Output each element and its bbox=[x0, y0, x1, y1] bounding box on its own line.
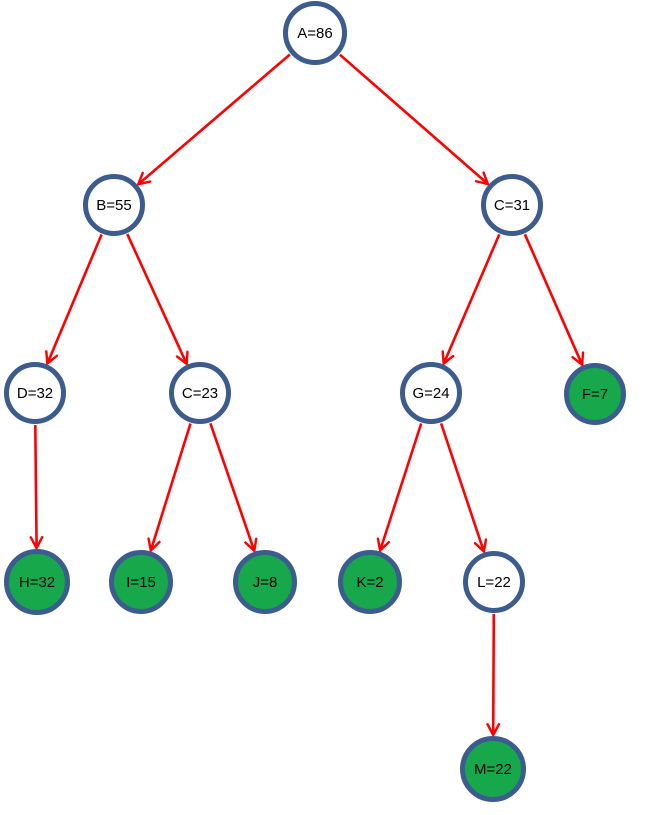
tree-node-c2: C=23 bbox=[169, 362, 231, 424]
tree-edge-a-c1 bbox=[339, 53, 488, 184]
tree-edge-c1-g bbox=[444, 233, 501, 363]
tree-node-l: L=22 bbox=[463, 551, 525, 613]
node-label: I=15 bbox=[126, 573, 156, 591]
node-label: G=24 bbox=[412, 384, 450, 402]
tree-node-h: H=32 bbox=[4, 549, 70, 615]
node-label: J=8 bbox=[252, 573, 278, 591]
node-label: C=31 bbox=[493, 196, 531, 214]
node-label: D=32 bbox=[16, 384, 54, 402]
node-label: M=22 bbox=[474, 760, 512, 778]
tree-node-c1: C=31 bbox=[481, 174, 543, 236]
node-label: B=55 bbox=[96, 196, 132, 214]
tree-edge-a-b bbox=[138, 53, 291, 185]
tree-edge-b-d bbox=[47, 233, 103, 364]
tree-edge-c2-i bbox=[151, 423, 192, 551]
tree-node-a: A=86 bbox=[283, 1, 347, 65]
tree-edge-b-c2 bbox=[126, 233, 186, 364]
tree-node-j: J=8 bbox=[233, 550, 297, 614]
node-label: K=2 bbox=[356, 573, 384, 591]
tree-edge-g-k bbox=[380, 423, 423, 551]
tree-edge-c2-j bbox=[209, 422, 254, 551]
node-label: A=86 bbox=[297, 24, 333, 42]
tree-node-f: F=7 bbox=[564, 363, 626, 425]
tree-node-i: I=15 bbox=[109, 550, 173, 614]
node-label: F=7 bbox=[581, 385, 609, 403]
tree-node-d: D=32 bbox=[4, 362, 66, 424]
tree-edge-c1-f bbox=[523, 233, 582, 364]
tree-node-g: G=24 bbox=[400, 362, 462, 424]
node-label: L=22 bbox=[477, 573, 511, 591]
tree-edge-d-h bbox=[35, 424, 36, 548]
tree-node-b: B=55 bbox=[83, 174, 145, 236]
tree-edge-l-m bbox=[493, 613, 494, 735]
tree-node-m: M=22 bbox=[460, 736, 526, 802]
tree-node-k: K=2 bbox=[338, 550, 402, 614]
tree-edge-g-l bbox=[439, 422, 484, 551]
node-label: H=32 bbox=[18, 573, 56, 591]
node-label: C=23 bbox=[181, 384, 219, 402]
